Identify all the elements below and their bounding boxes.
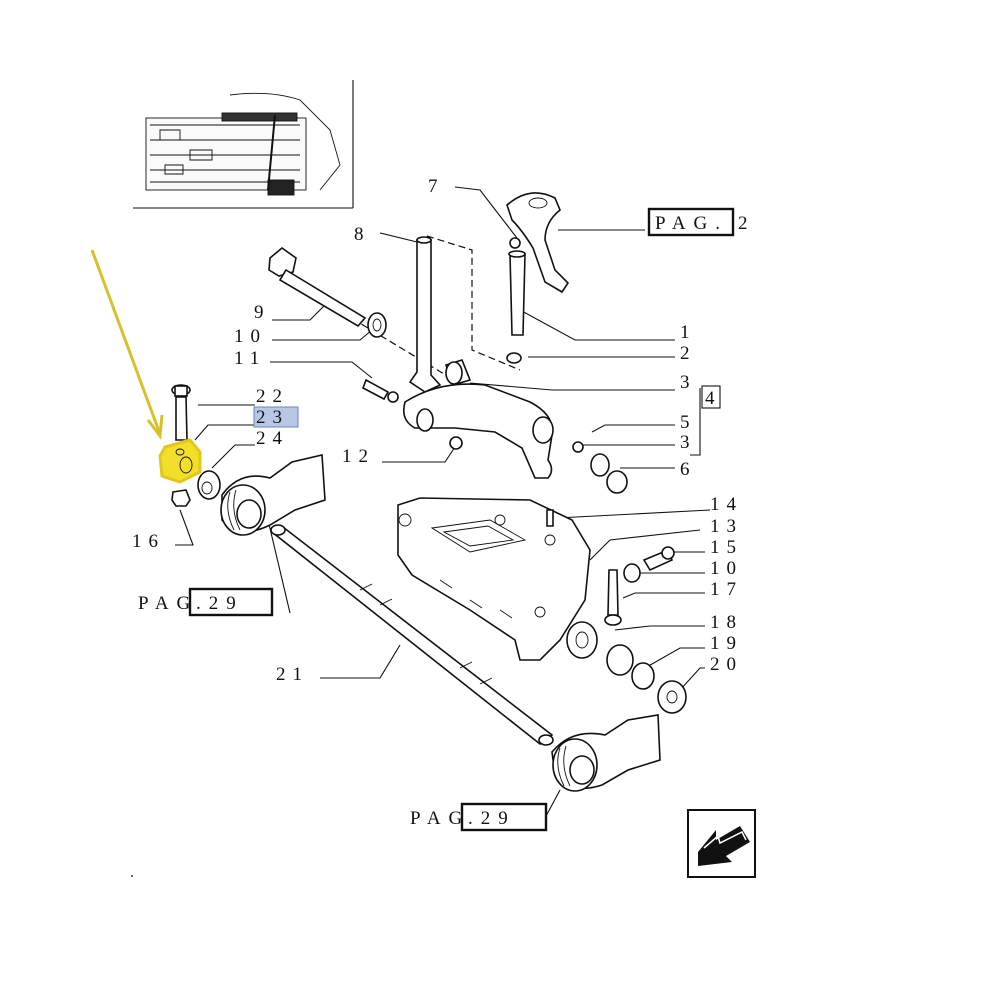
lift-arm-assembly: [268, 192, 628, 494]
page-ref-bottom[interactable]: PAG .29: [410, 802, 548, 832]
label-7: 7: [428, 176, 445, 197]
svg-text:.29: .29: [468, 808, 516, 829]
shaft-part-21: [270, 524, 554, 746]
label-3a: 3: [680, 372, 697, 393]
label-11: 11: [234, 348, 266, 369]
label-6: 6: [680, 459, 697, 480]
label-18: 18: [710, 612, 743, 633]
label-16: 16: [132, 531, 165, 552]
label-17: 17: [710, 579, 743, 600]
label-23-highlight: [253, 406, 299, 428]
label-12: 12: [342, 446, 375, 467]
label-14: 14: [710, 494, 743, 515]
svg-text:2: 2: [738, 213, 756, 234]
svg-text:PAG: PAG: [410, 808, 470, 829]
label-15: 15: [710, 537, 743, 558]
stray-dot: [131, 875, 133, 877]
label-4-box: [701, 385, 721, 409]
label-9: 9: [254, 302, 271, 323]
label-19: 19: [710, 633, 743, 654]
housing-part: [397, 497, 687, 714]
label-21: 21: [276, 664, 309, 685]
left-rocker-part: [220, 454, 326, 536]
lever-part: [506, 192, 570, 294]
rod-part-1: [506, 237, 526, 364]
svg-text:PAG: PAG: [138, 593, 198, 614]
label-8: 8: [354, 224, 371, 245]
label-13: 13: [710, 516, 743, 537]
label-1: 1: [680, 322, 697, 343]
bolt-part-9: [268, 246, 367, 328]
bottom-rocker-part: [551, 714, 661, 792]
label-23: 23: [256, 407, 289, 428]
label-2: 2: [680, 343, 697, 364]
page-ref-top[interactable]: PAG. 2: [647, 207, 756, 237]
label-24: 24: [256, 428, 289, 449]
part-number-labels: 7 8 9 10 11 1 2 3 4 5 3 6 12 22 23 24 16…: [132, 176, 743, 685]
highlighted-part-23[interactable]: [158, 438, 202, 484]
label-4: 4: [705, 388, 722, 409]
svg-text:.29: .29: [196, 593, 244, 614]
label-5: 5: [680, 412, 697, 433]
rod-part-8: [408, 236, 442, 393]
left-pin-parts: [158, 384, 221, 507]
location-inset: [133, 80, 354, 209]
page-ref-left[interactable]: PAG .29: [138, 587, 274, 617]
label-10b: 10: [710, 558, 743, 579]
label-10a: 10: [234, 326, 267, 347]
lift-arm-part: [402, 383, 554, 479]
label-3b: 3: [680, 432, 697, 453]
label-22: 22: [256, 386, 289, 407]
pointer-arrow-icon: [90, 249, 164, 441]
svg-text:PAG.: PAG.: [655, 213, 728, 234]
label-20: 20: [710, 654, 743, 675]
next-page-arrow-icon[interactable]: [687, 809, 756, 878]
leader-lines: [175, 186, 711, 819]
